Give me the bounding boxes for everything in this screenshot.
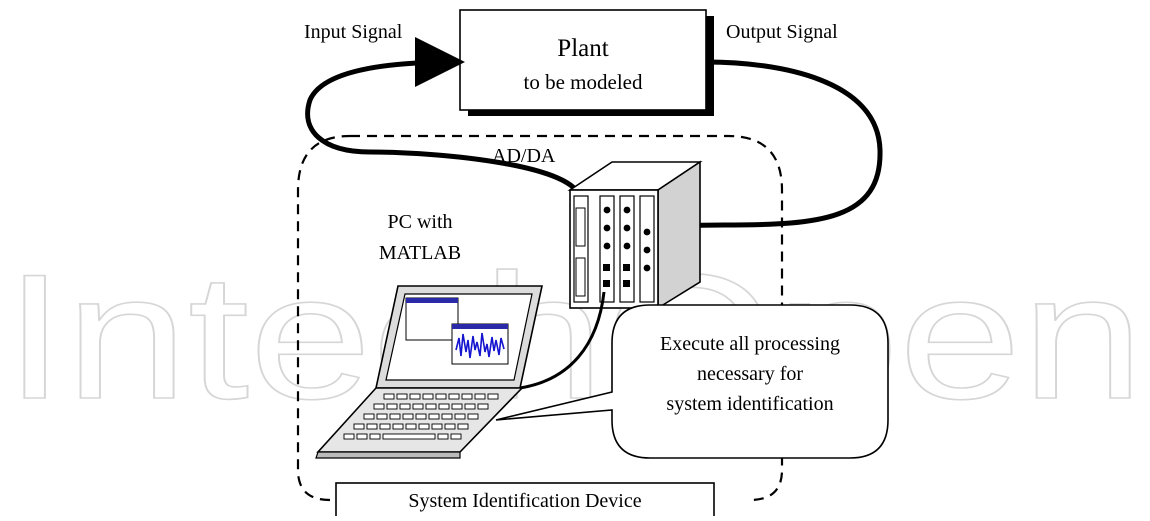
- input-signal-label: Input Signal: [304, 21, 403, 43]
- callout-bubble: Execute all processing necessary for sys…: [495, 304, 889, 459]
- output-signal-arrow: [620, 59, 883, 251]
- device-boundary: [296, 134, 784, 502]
- laptop-rack-cable: [519, 291, 606, 390]
- plant-subtitle: to be modeled: [524, 70, 643, 94]
- ad-da-rack-icon: [567, 160, 703, 310]
- output-signal-label: Output Signal: [726, 21, 838, 43]
- plant-block: Plant to be modeled: [459, 9, 714, 116]
- callout-line1: Execute all processing: [660, 333, 840, 355]
- input-signal-arrow: [305, 37, 583, 208]
- device-label-box: System Identification Device: [335, 482, 715, 521]
- pc-label-line2: MATLAB: [379, 242, 461, 264]
- plant-title: Plant: [557, 35, 608, 62]
- pc-label-line1: PC with: [387, 211, 452, 233]
- device-label: System Identification Device: [408, 490, 641, 512]
- ad-da-label: AD/DA: [492, 145, 556, 167]
- laptop-icon: [315, 285, 543, 459]
- callout-line3: system identification: [666, 393, 833, 415]
- callout-line2: necessary for: [697, 363, 803, 385]
- waveform-icon: [451, 323, 509, 365]
